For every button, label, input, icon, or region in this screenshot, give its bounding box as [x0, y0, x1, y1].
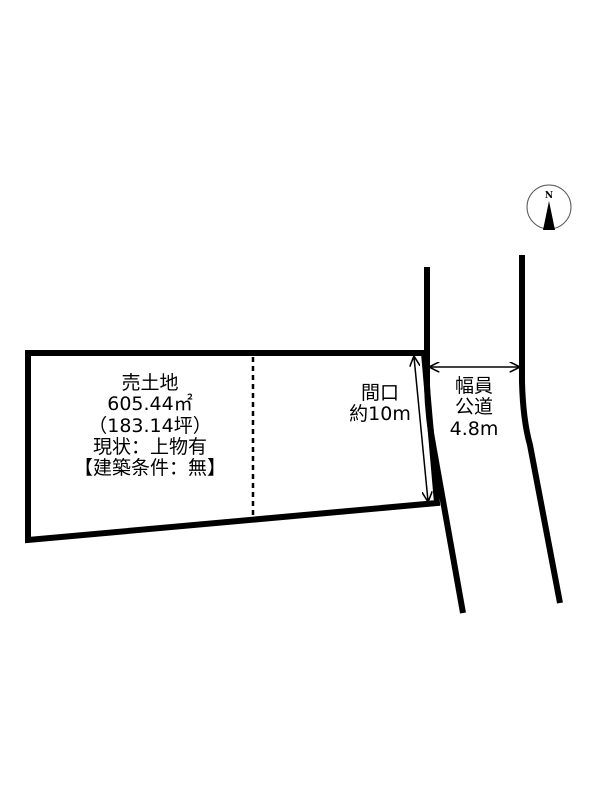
- lot-area-tsubo: （183.14坪）: [88, 414, 212, 437]
- lot-area-sqm: 605.44㎡: [107, 393, 193, 416]
- frontage-dimension: [414, 357, 428, 501]
- frontage-title: 間口: [360, 382, 399, 404]
- road-type: 公道: [454, 396, 493, 419]
- road-label: 幅員 公道 4.8m: [428, 375, 520, 440]
- lot-boundary: [25, 350, 441, 544]
- lot-status: 現状：上物有: [92, 435, 207, 458]
- frontage-label: 間口 約10m: [340, 382, 420, 426]
- lot-info-label: 売土地 605.44㎡ （183.14坪） 現状：上物有 【建築条件：無】: [60, 372, 240, 480]
- frontage-value: 約10m: [349, 403, 411, 426]
- road-width-title: 幅員: [454, 375, 493, 397]
- lot-conditions: 【建築条件：無】: [73, 457, 226, 480]
- road-width-value: 4.8m: [449, 417, 499, 440]
- road-left-edge: [424, 267, 466, 614]
- svg-text:N: N: [545, 191, 553, 201]
- north-arrow-icon: N: [526, 184, 572, 230]
- road-right-edge: [519, 255, 563, 604]
- lot-title: 売土地: [121, 372, 179, 394]
